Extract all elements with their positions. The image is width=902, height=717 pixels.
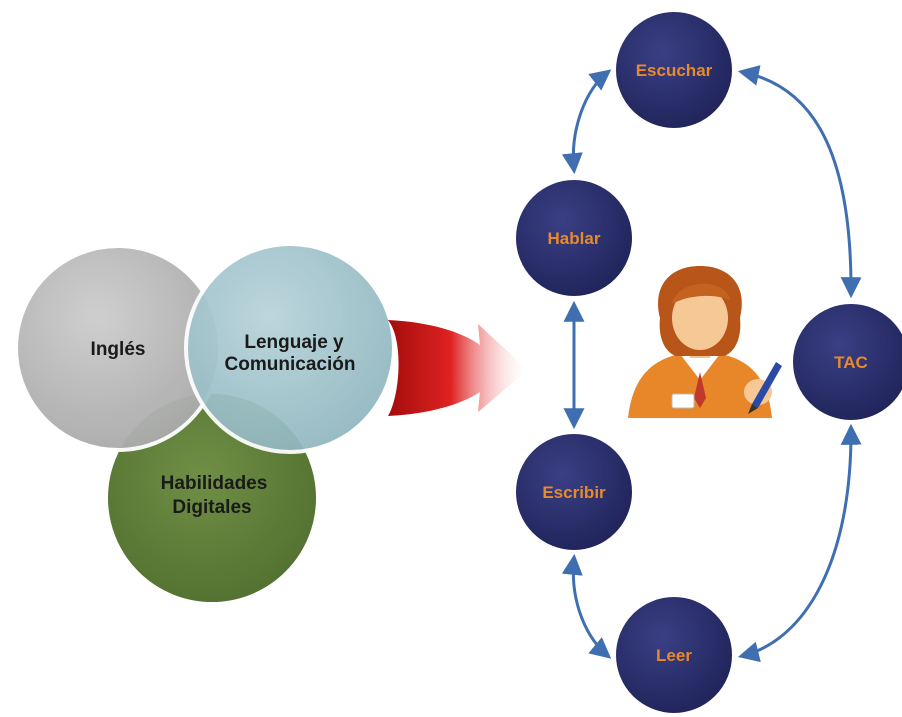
label-lenguaje-line2: Comunicación [225,354,356,375]
connector-escuchar-hablar [561,69,612,175]
node-label-leer: Leer [656,646,692,665]
connectors [561,65,862,663]
node-label-hablar: Hablar [548,229,601,248]
label-habilidades-line1: Habilidades [161,473,268,494]
big-red-right-arrow-icon [388,320,528,416]
label-ingles: Inglés [91,339,146,360]
venn-diagram: Inglés Lenguaje y Comunicación Habilidad… [14,242,396,606]
node-label-escuchar: Escuchar [636,61,713,80]
label-habilidades-line2: Digitales [172,497,251,518]
connector-escribir-leer [561,553,612,659]
teacher-with-pen-icon [628,266,782,418]
node-escuchar: Escuchar [612,8,736,132]
node-label-tac: TAC [834,353,868,372]
connector-tac-leer [737,423,862,663]
circle-lenguaje [184,242,396,454]
node-label-escribir: Escribir [542,483,606,502]
node-leer: Leer [612,593,736,717]
label-lenguaje-line1: Lenguaje y [244,332,344,353]
node-tac: TAC [789,300,902,424]
node-hablar: Hablar [512,176,636,300]
connector-escuchar-tac [737,65,862,299]
node-escribir: Escribir [512,430,636,554]
